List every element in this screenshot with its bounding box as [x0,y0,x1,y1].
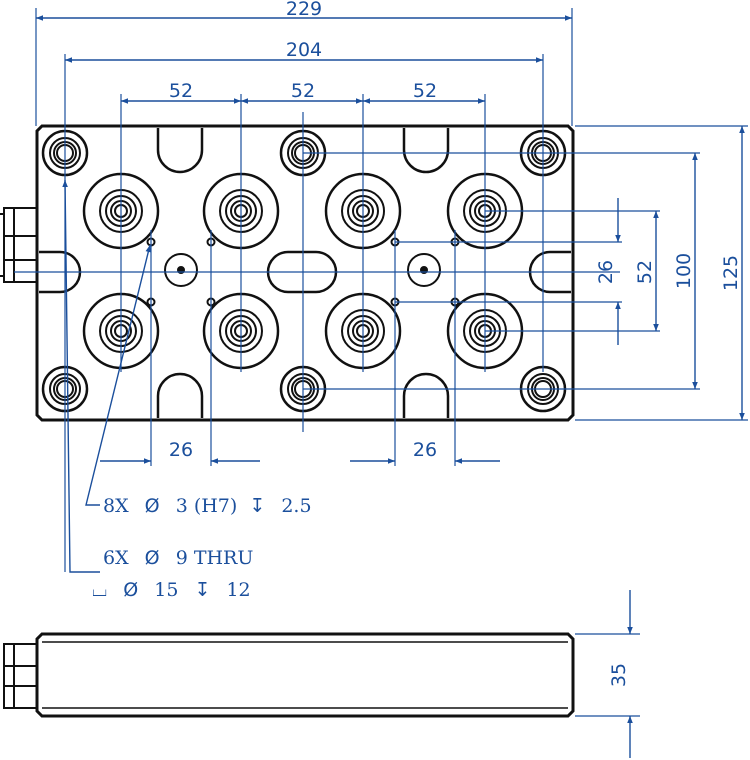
dim-pitch-2: 52 [291,80,315,102]
mount-size: 9 THRU [176,547,254,569]
svg-text:⌴ Ø 15 ↧: ⌴ Ø 15 ↧ 12 [92,579,251,601]
cbore-depth: 12 [226,579,250,601]
callout-pin-holes: 8X Ø 3 (H7) ↧ 2.5 [103,495,312,517]
dim-pitch-3: 52 [413,80,437,102]
notch-bottom-left [156,372,204,418]
dimension-lines [36,15,745,464]
callout-mount-holes: 6X Ø 9 THRU ⌴ Ø 15 ↧ 12 [92,547,253,601]
cbore-size: 15 [154,579,178,601]
dimension-texts: 229 204 52 52 52 26 26 26 52 100 125 35 [169,0,742,687]
dim-height-100: 100 [673,253,695,289]
top-view [0,124,575,422]
counterbore-symbol: ⌴ [92,579,107,601]
center-slot [266,250,338,294]
dim-pin-spacing-left: 26 [169,439,193,461]
dim-height-52: 52 [634,260,656,284]
dim-overall-length: 229 [286,0,322,20]
svg-text:6X Ø 9 THRU: 6X Ø 9 THRU [103,547,253,569]
centerlines [14,8,748,572]
notch-top-right [402,128,450,174]
depth-symbol: ↧ [249,495,265,517]
cbore-diameter-symbol: Ø [123,579,138,601]
side-view [3,632,575,718]
notch-top-left [156,128,204,174]
dim-hole-span: 204 [286,39,322,61]
notch-bottom-right [402,372,450,418]
diameter-symbol: Ø [145,547,160,569]
svg-text:8X Ø 3 (H7): 8X Ø 3 (H7) ↧ 2.5 [103,495,312,517]
pin-depth: 2.5 [281,495,311,517]
leader-lines [62,179,152,573]
mount-count: 6X [103,547,129,569]
diameter-symbol: Ø [145,495,160,517]
side-connector [3,643,38,709]
dim-thickness: 35 [608,663,630,687]
side-outline [35,632,575,718]
depth-symbol: ↧ [195,579,211,601]
dim-pin-spacing-right: 26 [413,439,437,461]
dim-pitch-1: 52 [169,80,193,102]
pin-count: 8X [103,495,129,517]
dim-height-125: 125 [720,255,742,291]
pin-size: 3 (H7) [176,495,238,517]
side-connector-left [0,207,38,283]
dim-height-26: 26 [595,260,617,284]
side-dimension [575,590,640,758]
